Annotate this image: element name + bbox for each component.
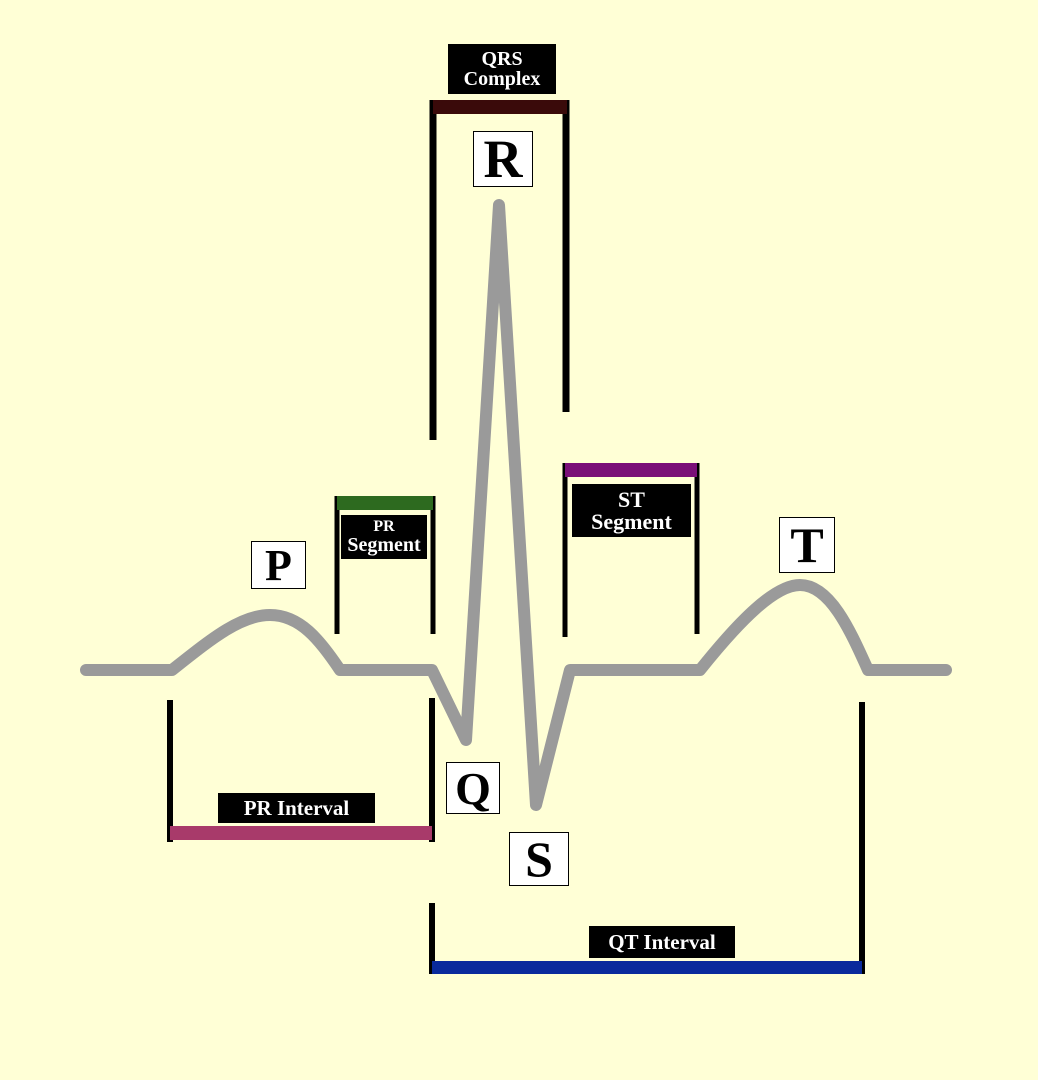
t-wave-label: T xyxy=(779,517,835,573)
qt-interval-label: QT Interval xyxy=(589,926,735,958)
ecg-trace xyxy=(80,199,952,811)
r-wave-label: R xyxy=(473,129,533,189)
pr-interval-label: PR Interval xyxy=(218,793,375,823)
pr-segment-bar xyxy=(337,496,433,510)
r-wave-letter: R xyxy=(483,129,523,189)
st-segment-label-line1: ST xyxy=(618,486,645,512)
p-wave-label: P xyxy=(251,540,306,590)
qt-interval-label-text: QT Interval xyxy=(608,929,716,954)
qrs-complex-label-line1: QRS xyxy=(481,48,523,70)
st-segment-label-line2: Segment xyxy=(591,508,672,534)
s-wave-label: S xyxy=(509,831,569,887)
st-segment-bar xyxy=(565,463,697,477)
qrs-complex-label-line2: Complex xyxy=(463,68,541,90)
qt-interval-bar xyxy=(432,961,862,974)
s-wave-letter: S xyxy=(525,831,553,887)
pr-segment-label-line2: Segment xyxy=(347,534,421,556)
q-wave-letter: Q xyxy=(455,762,491,814)
q-wave-label: Q xyxy=(446,762,500,814)
p-wave-letter: P xyxy=(265,540,292,590)
qrs-complex-label: QRS Complex xyxy=(448,44,556,94)
t-wave-letter: T xyxy=(790,517,824,573)
pr-segment-label: PR Segment xyxy=(341,515,427,559)
pr-interval-label-text: PR Interval xyxy=(243,795,350,820)
pr-interval-bar xyxy=(170,826,432,840)
st-segment-label: ST Segment xyxy=(572,484,691,537)
qrs-complex-bar xyxy=(433,100,567,114)
pr-segment-label-line1: PR xyxy=(373,518,395,535)
